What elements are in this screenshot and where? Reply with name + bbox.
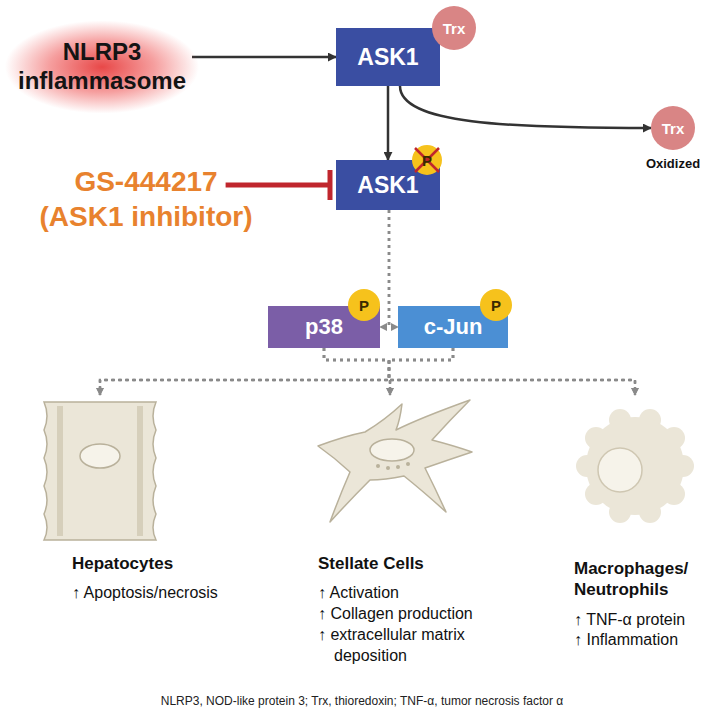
dotted-arrow (389, 210, 398, 327)
node-label: ↑ Collagen production (318, 604, 533, 625)
node-label: ↑ extracellular matrix deposition (318, 625, 533, 667)
inhibitor-label: GS-444217(ASK1 inhibitor) (6, 164, 286, 234)
node-label: ↑ Apoptosis/necrosis (72, 583, 277, 604)
hepatocyte-illustration (44, 402, 156, 540)
inhibition-line (226, 183, 330, 188)
dotted-arrow (324, 348, 635, 395)
node-label: Hepatocytes (72, 553, 277, 574)
node-label: P (422, 152, 432, 169)
node-label: ↑ Inflammation (574, 630, 719, 651)
phospho-circle: P (480, 289, 512, 321)
glow-label: NLRP3 inflammasome (4, 20, 200, 114)
node-label: ↑ TNF-α protein (574, 610, 719, 631)
phospho-circle-crossed: P (412, 145, 442, 175)
node-label: ASK1 (357, 172, 418, 199)
node-label: Trx (662, 120, 685, 137)
node-label: c-Jun (424, 314, 483, 340)
cell-type: Stellate Cells ↑ Activation↑ Collagen pro… (318, 395, 533, 666)
protein-box: ASK1P (336, 160, 440, 210)
dotted-arrow (100, 348, 453, 395)
node-label: NLRP3 inflammasome (12, 38, 192, 96)
dotted-arrow (389, 348, 635, 395)
cell-type: Macrophages/ Neutrophils ↑ TNF-α protein↑… (574, 395, 719, 651)
protein-box: ASK1Trx (336, 28, 440, 86)
macrophage-illustration (576, 409, 694, 523)
dotted-arrow (380, 210, 389, 327)
arrow (400, 86, 651, 128)
cell-type: Hepatocytes ↑ Apoptosis/necrosis (72, 395, 277, 604)
stellate-cell-illustration (318, 400, 472, 522)
phospho-circle: P (348, 289, 380, 321)
node-label: ↑ Activation (318, 583, 533, 604)
oxidized-trx-circle: TrxOxidized (638, 106, 708, 171)
node-label: P (491, 297, 501, 314)
node-label: P (359, 297, 369, 314)
trx-circle: Trx (432, 6, 476, 50)
node-label: GS-444217 (74, 164, 217, 199)
dotted-arrow (324, 348, 390, 395)
circle-shape: Trx (651, 106, 695, 150)
arrow (192, 56, 336, 59)
caption: NLRP3, NOD-like protein 3; Trx, thioredo… (0, 694, 724, 708)
arrow (387, 86, 390, 160)
node-label: ASK1 (357, 44, 418, 71)
protein-box: p38P (268, 306, 380, 348)
dotted-arrow (389, 348, 453, 395)
node-label: Stellate Cells (318, 553, 533, 574)
dotted-arrow (100, 348, 389, 395)
node-label: Oxidized (638, 156, 708, 171)
node-label: Macrophages/ Neutrophils (574, 558, 719, 601)
inhibition-bar (328, 170, 333, 200)
node-label: p38 (305, 314, 343, 340)
protein-box: c-JunP (398, 306, 508, 348)
node-label: Trx (443, 20, 466, 37)
node-label: (ASK1 inhibitor) (39, 199, 252, 234)
